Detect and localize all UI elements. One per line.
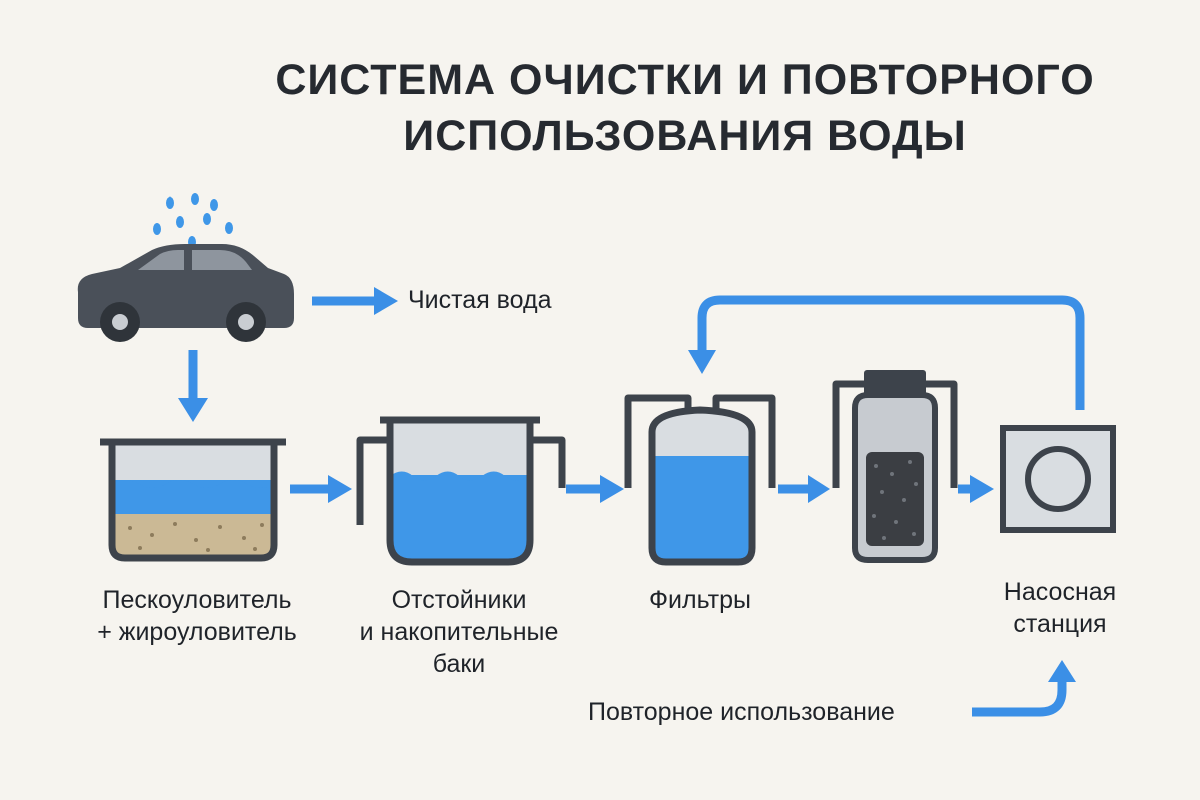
settlers-label-line-2: и накопительные bbox=[359, 618, 559, 646]
settlers-label-line-1: Отстойники bbox=[391, 586, 527, 614]
reuse-label: Повторное использование bbox=[588, 698, 895, 726]
settlers-label: Отстойники и накопительные баки bbox=[334, 584, 584, 680]
car-icon bbox=[77, 244, 295, 342]
title-line-1: СИСТЕМА ОЧИСТКИ И ПОВТОРНОГО bbox=[275, 56, 1095, 104]
reuse-arrow bbox=[972, 660, 1076, 717]
sand-trap-label-line-1: Пескоуловитель bbox=[102, 586, 292, 614]
sand-trap-tank-icon bbox=[100, 438, 286, 562]
arrow-car-to-sand-trap bbox=[178, 350, 208, 422]
pump-station-label-line-2: станция bbox=[1013, 610, 1107, 638]
arrow-settler-to-filter bbox=[566, 475, 624, 503]
title-line-2: ИСПОЛЬЗОВАНИЯ ВОДЫ bbox=[403, 112, 967, 160]
pump-station-icon bbox=[1000, 425, 1116, 533]
filter-vessel-icon bbox=[624, 394, 776, 566]
filters-label: Фильтры bbox=[649, 586, 751, 614]
settling-tank-icon bbox=[356, 416, 566, 566]
settlers-label-line-3: баки bbox=[432, 650, 486, 678]
sand-trap-label-line-2: + жироуловитель bbox=[97, 618, 297, 646]
arrow-to-clean-water bbox=[312, 287, 398, 315]
arrow-carbon-to-pump bbox=[958, 475, 994, 503]
pump-station-label-line-1: Насосная bbox=[1003, 578, 1117, 606]
arrow-sand-to-settler bbox=[290, 475, 352, 503]
carbon-filter-cartridge-icon bbox=[832, 370, 958, 563]
pump-station-label: Насосная станция bbox=[980, 576, 1140, 640]
sand-trap-label: Пескоуловитель + жироуловитель bbox=[72, 584, 322, 648]
clean-water-label: Чистая вода bbox=[408, 286, 552, 314]
diagram-title: СИСТЕМА ОЧИСТКИ И ПОВТОРНОГО ИСПОЛЬЗОВАН… bbox=[175, 52, 1195, 164]
recirculation-arrow bbox=[688, 295, 1085, 410]
arrow-filter-to-carbon bbox=[778, 475, 830, 503]
rain-drops-icon bbox=[153, 193, 233, 248]
